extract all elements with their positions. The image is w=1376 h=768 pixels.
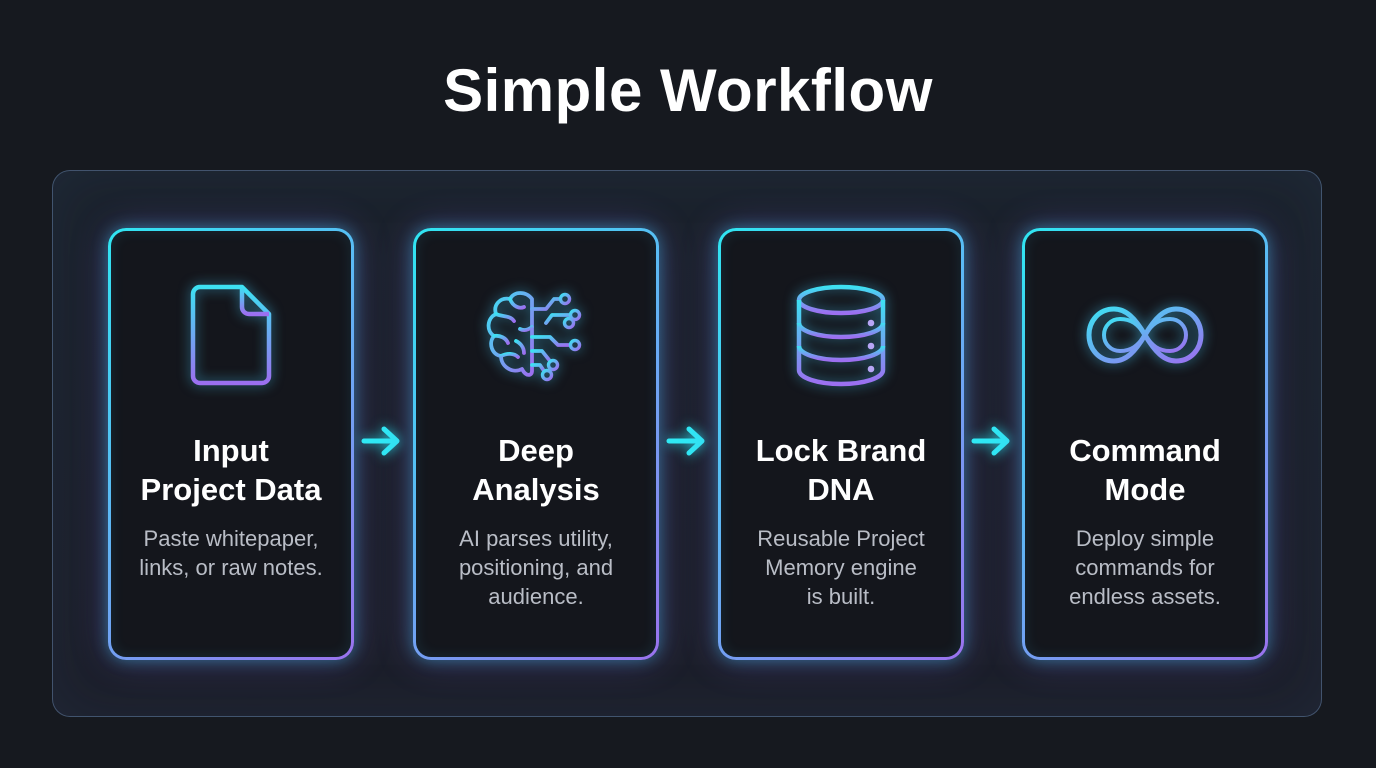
step-card-input-project-data: Input Project Data Paste whitepaper, lin… [108,228,354,660]
infinity-icon [1086,306,1204,364]
step-description-line: Reusable Project [757,526,925,551]
step-card-command-mode: Command Mode Deploy simple commands for … [1022,228,1268,660]
step-title-line: Analysis [472,472,600,507]
arrow-right-icon [665,422,709,460]
step-description-line: Memory engine [765,555,917,580]
arrow-right-icon [360,422,404,460]
brain-circuit-icon [486,291,582,382]
step-description-line: audience. [488,584,584,609]
step-description-line: Paste whitepaper, [143,526,319,551]
step-title-line: Deep [498,433,574,468]
step-title-line: DNA [807,472,875,507]
step-description-line: is built. [806,584,876,609]
step-card-deep-analysis: Deep Analysis AI parses utility, positio… [413,228,659,660]
database-icon [796,284,886,387]
step-title-line: Mode [1104,472,1186,507]
document-icon [190,284,272,386]
step-description-line: commands for [1075,555,1215,580]
step-description-line: Deploy simple [1075,526,1215,551]
step-card-lock-brand-dna: Lock Brand DNA Reusable Project Memory e… [718,228,964,660]
page-title: Simple Workflow [443,57,933,124]
arrow-right-icon [970,422,1014,460]
step-title-line: Lock Brand [755,433,927,468]
step-description-line: positioning, and [458,555,614,580]
step-description-line: AI parses utility, [459,526,613,551]
step-title-line: Command [1069,433,1221,468]
step-description-line: links, or raw notes. [139,555,323,580]
step-title-line: Input [193,433,269,468]
step-description-line: endless assets. [1069,584,1221,609]
step-title-line: Project Data [140,472,322,507]
